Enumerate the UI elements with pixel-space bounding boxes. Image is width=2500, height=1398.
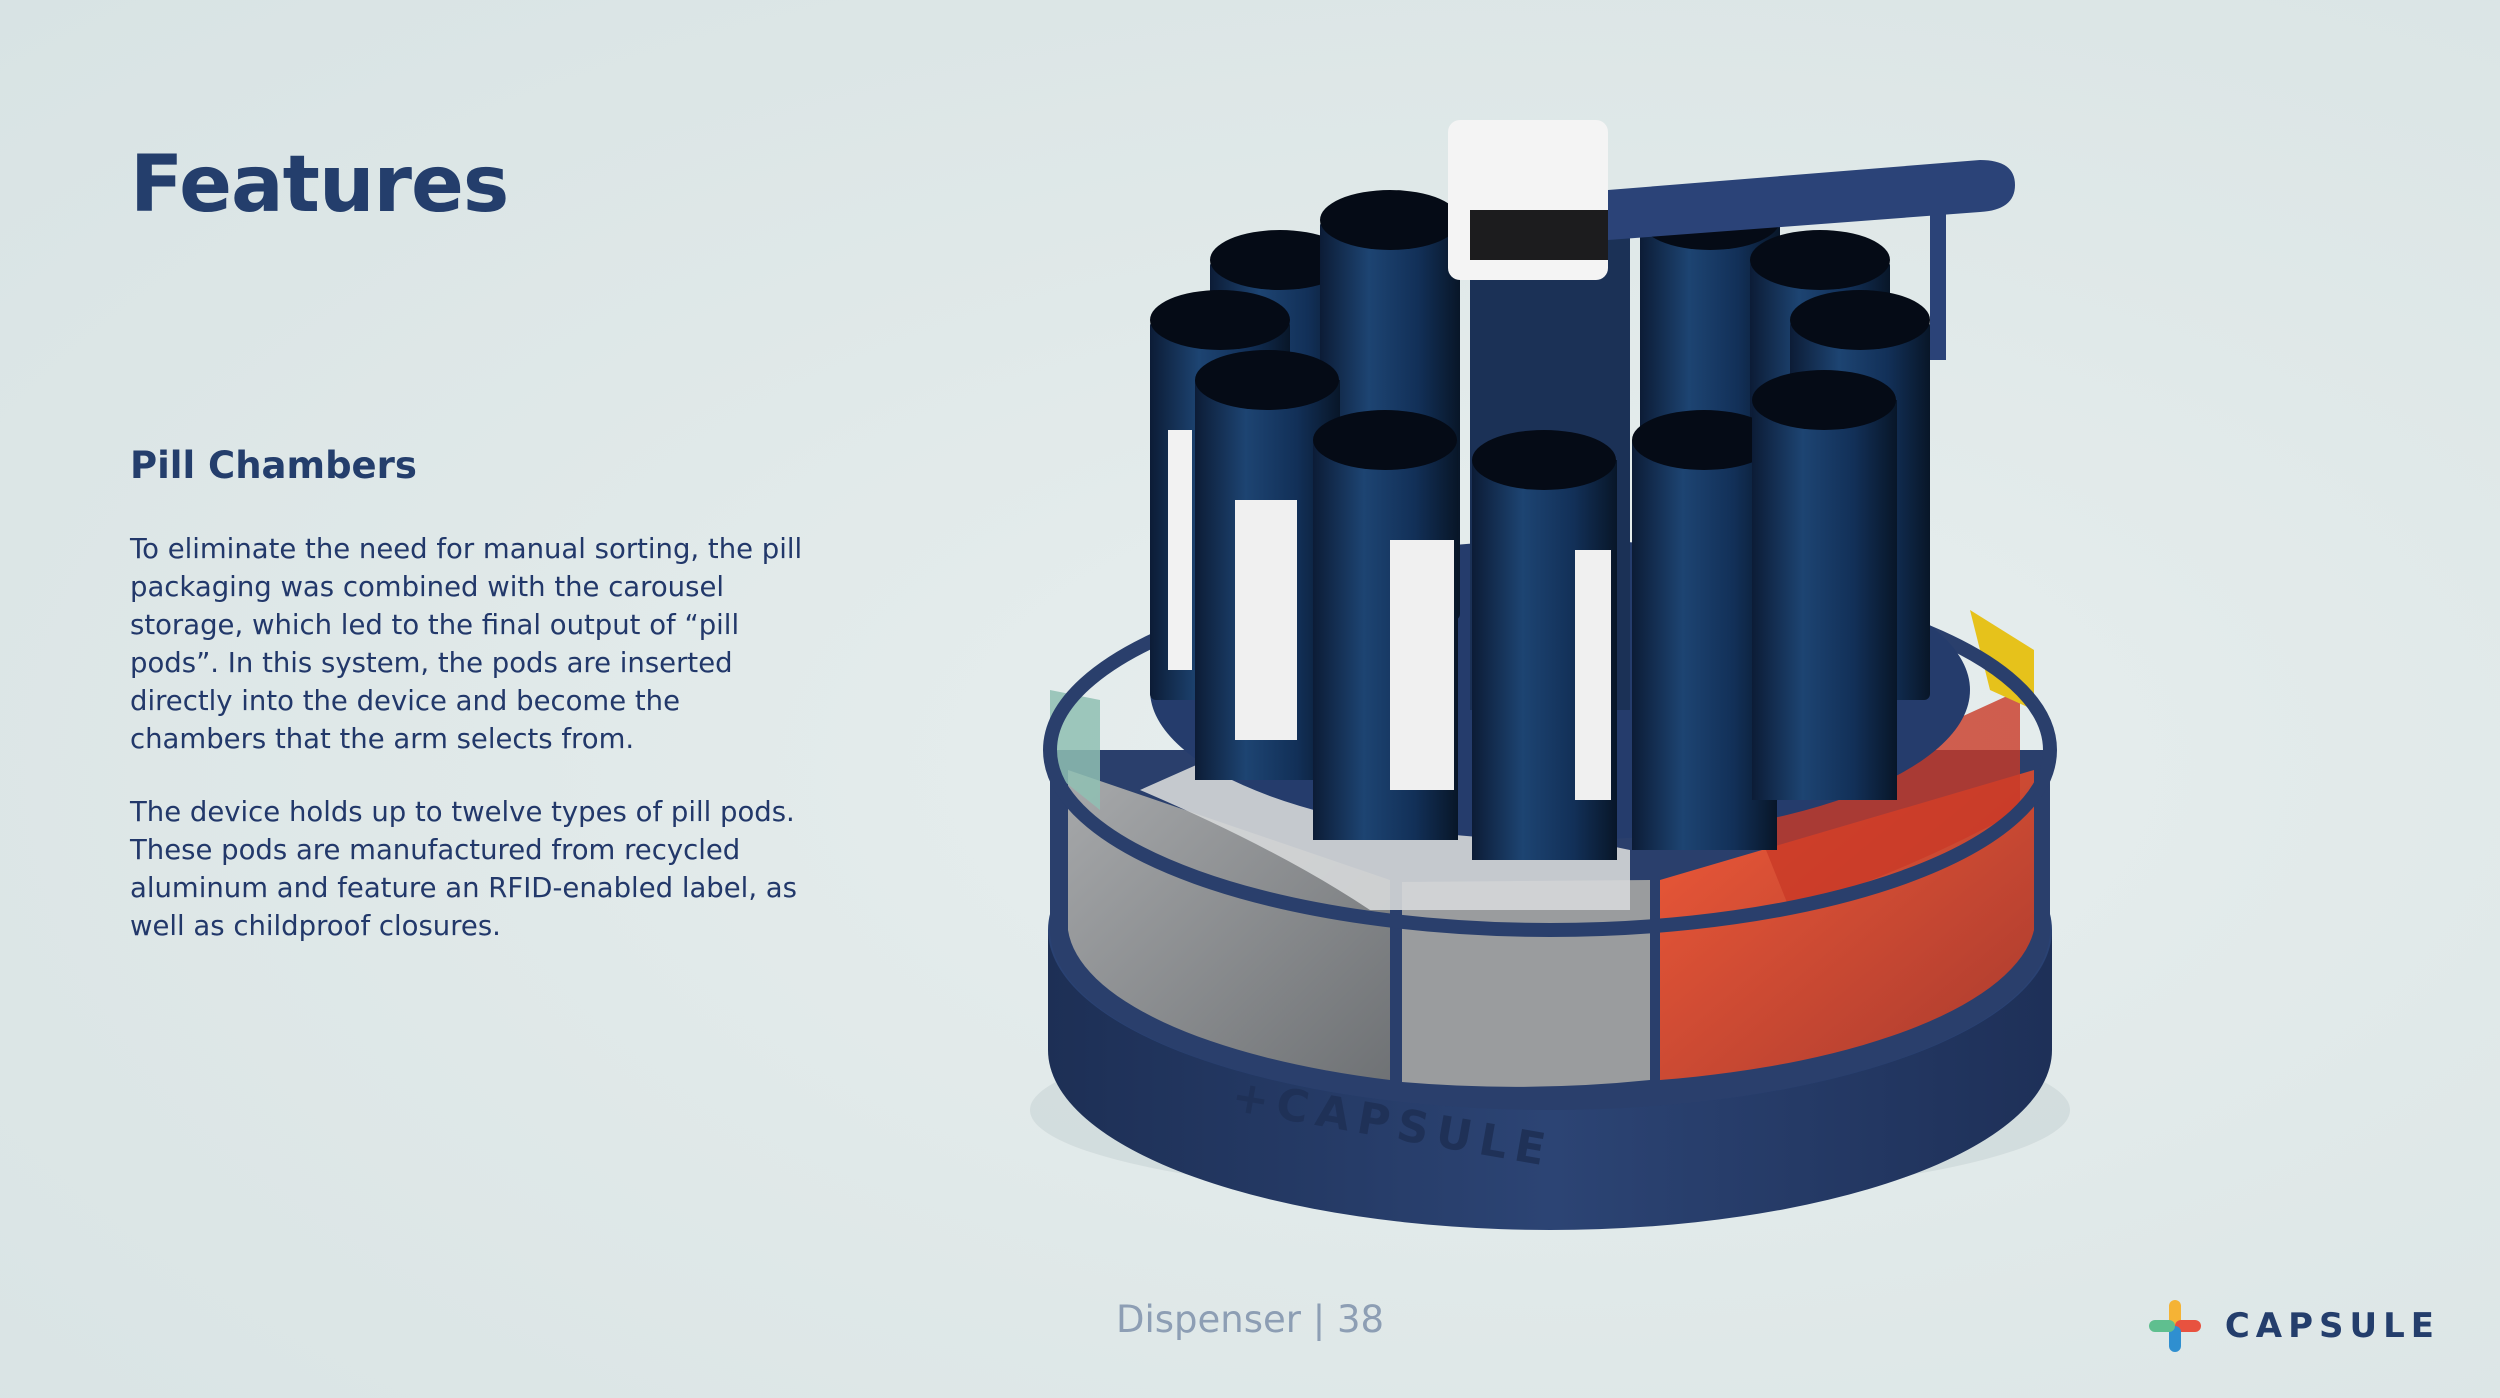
dispenser-render-image: +CAPSULE bbox=[1030, 120, 2070, 1230]
slide-footer: Dispenser | 38 bbox=[1115, 1298, 1385, 1341]
brand-name: CAPSULE bbox=[2224, 1306, 2440, 1346]
page-title: Features bbox=[130, 140, 509, 230]
brand-logo: CAPSULE bbox=[2148, 1298, 2440, 1354]
description-paragraph-2: The device holds up to twelve types of p… bbox=[130, 796, 797, 942]
section-heading: Pill Chambers bbox=[130, 444, 417, 487]
pill-pod-group-front bbox=[1195, 350, 1897, 860]
capsule-plus-icon bbox=[2148, 1300, 2201, 1352]
description-paragraph-1: To eliminate the need for manual sorting… bbox=[130, 533, 803, 755]
